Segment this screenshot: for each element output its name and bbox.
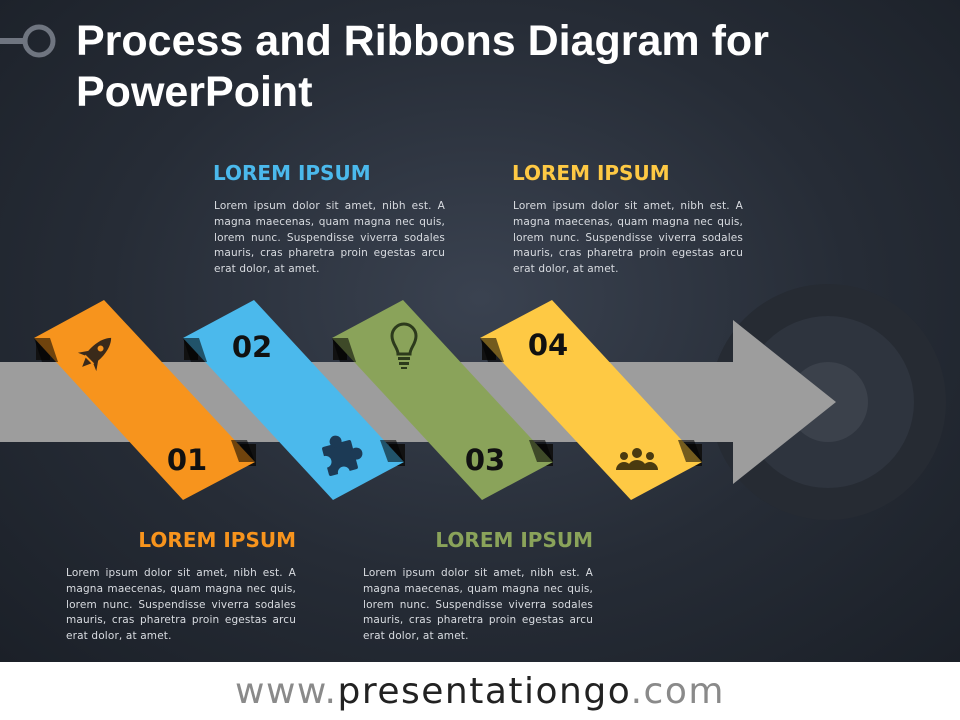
ribbon-step-3: 03 [332, 300, 553, 500]
puzzle-icon [319, 435, 363, 479]
rocket-icon [77, 337, 112, 372]
slide-canvas: Process and Ribbons Diagram for PowerPoi… [0, 0, 960, 662]
ribbon-3-fold-shadow [332, 338, 356, 362]
step-number-1: 01 [167, 443, 207, 477]
slide-title: Process and Ribbons Diagram for PowerPoi… [76, 17, 769, 116]
step-2-description: Lorem ipsum dolor sit amet, nibh est. A … [214, 200, 445, 276]
step-2-heading: LOREM IPSUM [213, 161, 371, 185]
ribbon-1-fold-shadow [231, 440, 255, 462]
footer-url-suffix: .com [630, 671, 725, 712]
step-number-3: 03 [465, 443, 505, 477]
ribbon-2-fold-shadow [380, 440, 404, 462]
footer-url[interactable]: www.presentationgo.com [0, 670, 960, 714]
ribbon-4-body [480, 300, 702, 500]
ribbon-step-2: 02 [183, 300, 405, 500]
ribbon-3-fold-shadow [529, 440, 553, 462]
process-ribbons-diagram: 01 02 [0, 284, 946, 520]
ribbon-step-1: 01 [34, 300, 256, 500]
step-3-heading: LOREM IPSUM [435, 528, 593, 552]
people-icon [616, 448, 658, 470]
step-1-heading: LOREM IPSUM [138, 528, 296, 552]
ring-logo-icon [0, 24, 56, 58]
step-4-heading: LOREM IPSUM [512, 161, 670, 185]
ribbon-4-fold-shadow [678, 440, 702, 462]
step-3-description: Lorem ipsum dolor sit amet, nibh est. A … [363, 567, 593, 643]
footer: www.presentationgo.com [0, 662, 960, 720]
step-number-4: 04 [528, 328, 568, 362]
ribbon-1-fold-shadow [34, 338, 58, 362]
lightbulb-icon [390, 322, 418, 369]
ribbon-3-body [332, 300, 553, 500]
step-4-description: Lorem ipsum dolor sit amet, nibh est. A … [513, 200, 743, 276]
step-1-description: Lorem ipsum dolor sit amet, nibh est. A … [66, 567, 296, 643]
ribbon-4-fold-shadow [480, 338, 504, 362]
ribbon-2-fold-shadow [183, 338, 207, 362]
ribbon-step-4: 04 [480, 300, 702, 500]
footer-url-domain: presentationgo [337, 671, 631, 712]
step-number-2: 02 [232, 330, 272, 364]
footer-url-prefix: www. [235, 671, 338, 712]
